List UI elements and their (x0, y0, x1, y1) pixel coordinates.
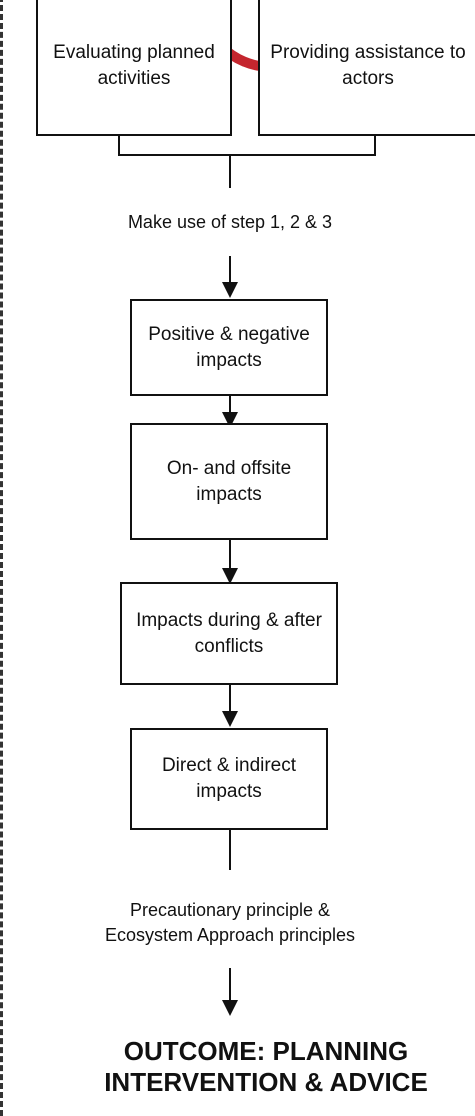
box-direct-indirect-impacts: Direct & indirect impacts (130, 728, 328, 830)
arrow-2-shaft (229, 396, 231, 416)
arrow-5-shaft (229, 968, 231, 1004)
arrow-3-head (222, 568, 238, 584)
label-precautionary-principles: Precautionary principle & Ecosystem Appr… (40, 898, 420, 948)
arrow-4-head (222, 711, 238, 727)
arrow-1-shaft (229, 256, 231, 286)
box-on-offsite-impacts: On- and offsite impacts (130, 423, 328, 540)
arrow-3-shaft (229, 540, 231, 572)
outcome-line-2: INTERVENTION & ADVICE (104, 1067, 428, 1098)
precautionary-line-2: Ecosystem Approach principles (104, 925, 356, 946)
connector-line-2 (229, 830, 231, 870)
outcome-line-1: OUTCOME: PLANNING (123, 1036, 409, 1066)
box-providing-assistance: Providing assistance to actors (258, 0, 475, 136)
arrow-1-head (222, 282, 238, 298)
box-on-offsite-label: On- and offsite impacts (166, 457, 292, 505)
bracket-left-leg (118, 136, 120, 156)
box-positive-negative-impacts: Positive & negative impacts (130, 299, 328, 396)
box-impacts-during-after-conflicts: Impacts during & after conflicts (120, 582, 338, 685)
connector-line-1 (229, 156, 231, 188)
bracket-bottom (118, 154, 376, 156)
label-make-use-of-steps: Make use of step 1, 2 & 3 (127, 212, 333, 232)
box-positive-negative-label: Positive & negative impacts (148, 323, 310, 371)
box-during-after-label: Impacts during & after conflicts (136, 609, 322, 657)
precautionary-line-1: Precautionary principle & (129, 900, 331, 920)
box-evaluating-label: Evaluating planned activities (53, 42, 215, 89)
arrow-4-shaft (229, 685, 231, 715)
outcome-title: OUTCOME: PLANNING INTERVENTION & ADVICE (56, 1036, 475, 1098)
box-providing-label: Providing assistance to actors (270, 42, 466, 89)
dashed-frame-border (0, 0, 3, 1116)
box-direct-indirect-label: Direct & indirect impacts (161, 755, 297, 802)
arrow-5-head (222, 1000, 238, 1016)
bracket-right-leg (374, 136, 376, 156)
box-evaluating-planned-activities: Evaluating planned activities (36, 0, 232, 136)
